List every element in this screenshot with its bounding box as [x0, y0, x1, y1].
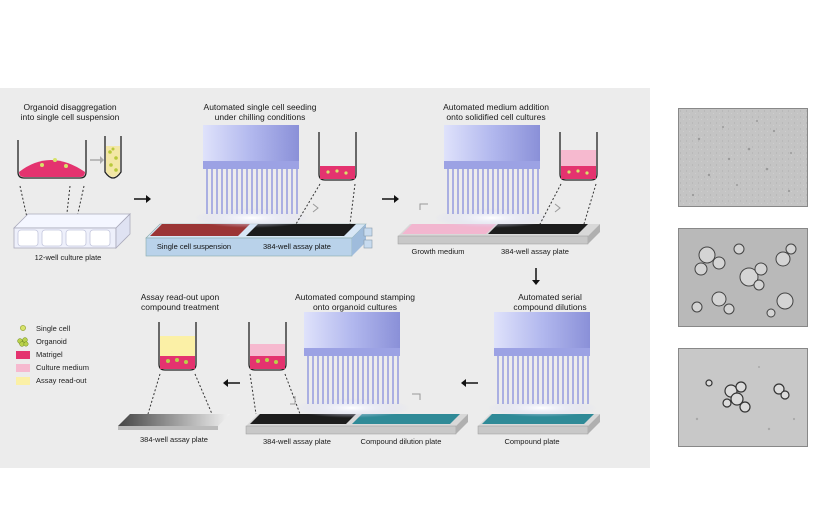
arrow-head-2: [394, 195, 399, 203]
zoom-lines-6: [147, 373, 213, 415]
title-readout: Assay read-out upon compound treatment: [140, 292, 220, 312]
plate-compound: [482, 414, 594, 424]
title-serial-dilutions: Automated serial compound dilutions: [513, 292, 587, 312]
title-disaggregation: Organoid disaggregation into single cell…: [20, 102, 120, 122]
tube-medium-added: [559, 132, 598, 181]
arrow-head-5: [223, 379, 228, 387]
legend-assay-readout-swatch: [16, 377, 30, 385]
pointer-5b: [412, 393, 421, 400]
label-single-cell-suspension: Single cell suspension: [156, 242, 232, 251]
legend-glyphs: [16, 325, 30, 385]
label-compound-dilution-plate: Compound dilution plate: [360, 437, 442, 446]
legend-item-culture-medium: Culture medium: [16, 361, 89, 374]
legend-item-single-cell: Single cell: [16, 322, 89, 335]
tube-stamp: [248, 322, 287, 371]
title-seeding: Automated single cell seeding under chil…: [203, 102, 317, 122]
legend-culture-medium-swatch: [16, 364, 30, 372]
label-growth-medium: Growth medium: [411, 247, 465, 256]
legend-item-matrigel: Matrigel: [16, 348, 89, 361]
label-384-plate-seed: 384-well assay plate: [263, 242, 331, 251]
legend-single-cell-icon: [20, 325, 26, 331]
dispenser-glow-3: [487, 399, 597, 417]
micrograph-organoids-dense: [678, 228, 808, 327]
label-384-plate-readout: 384-well assay plate: [140, 435, 208, 444]
legend-label-matrigel: Matrigel: [36, 350, 63, 359]
label-384-plate-medium: 384-well assay plate: [501, 247, 569, 256]
dispenser-head-4: [304, 312, 400, 404]
tube-seed-medium: [318, 132, 357, 181]
arrow-small-grey: [90, 156, 104, 164]
legend-matrigel-swatch: [16, 351, 30, 359]
legend: Single cell Organoid Matrigel Culture me…: [16, 322, 89, 387]
tube-cell-suspension: [104, 136, 122, 179]
plate-12-well: [13, 213, 131, 249]
legend-label-assay-readout: Assay read-out: [36, 376, 87, 385]
dispenser-head-2: [444, 125, 540, 214]
zoom-lines-2: [295, 183, 356, 225]
legend-item-organoid: Organoid: [16, 335, 89, 348]
pointer-3: [554, 203, 561, 213]
dispenser-head-1: [203, 125, 299, 214]
legend-label-single-cell: Single cell: [36, 324, 71, 333]
zoom-lines-5: [249, 373, 301, 415]
label-384-plate-stamp: 384-well assay plate: [263, 437, 331, 446]
legend-label-culture-medium: Culture medium: [36, 363, 89, 372]
dispenser-glow-1: [194, 208, 310, 228]
legend-organoid-icon: [17, 337, 29, 347]
tube-readout: [158, 322, 197, 371]
arrow-head-1: [146, 195, 151, 203]
zoom-lines-3: [539, 183, 597, 225]
arrow-head-4: [461, 379, 466, 387]
arrow-head-3: [532, 280, 540, 285]
title-stamping: Automated compound stamping onto organoi…: [294, 292, 416, 312]
dish-matrigel: [17, 140, 87, 179]
plate-single-cell: [150, 224, 250, 236]
plate-384-readout-edge: [118, 426, 218, 430]
legend-item-assay-readout: Assay read-out: [16, 374, 89, 387]
micrograph-organoids-sparse: [678, 348, 808, 447]
pointer-5: [290, 396, 296, 405]
micrograph-single-cells: [678, 108, 808, 207]
label-compound-plate: Compound plate: [504, 437, 560, 446]
dispenser-head-3: [494, 312, 590, 404]
pointer-3b: [419, 203, 428, 210]
title-medium-addition: Automated medium addition onto solidifie…: [443, 102, 549, 122]
pointer-2: [312, 203, 319, 213]
plate-384-readout: [118, 414, 230, 426]
legend-label-organoid: Organoid: [36, 337, 67, 346]
label-12-well-plate: 12-well culture plate: [34, 253, 102, 262]
